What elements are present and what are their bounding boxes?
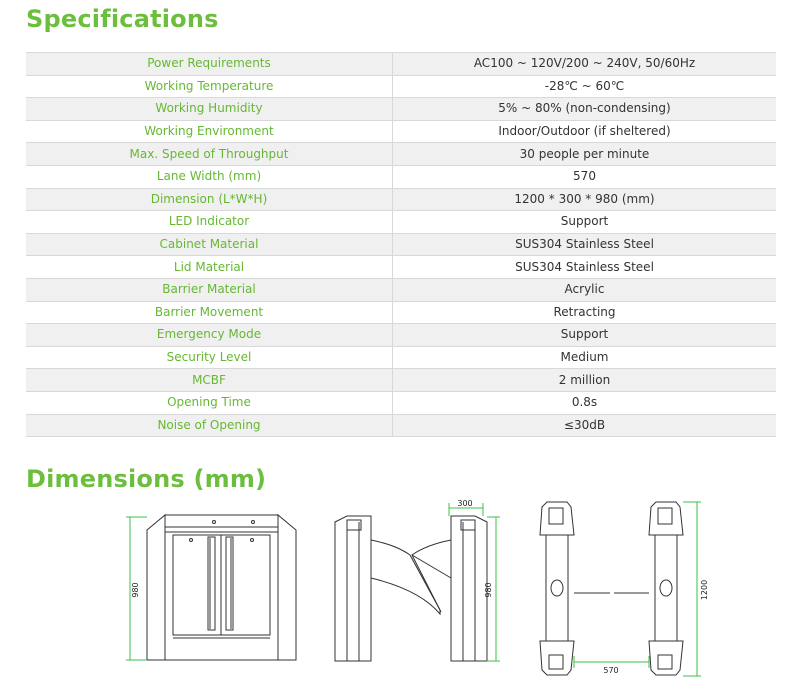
spec-label: Working Humidity [26,97,393,121]
spec-value: Medium [392,346,776,370]
spec-value: Acrylic [392,278,776,302]
spec-label: MCBF [26,368,393,392]
dimensions-title: Dimensions (mm) [26,465,267,493]
dimension-drawings: 980 300 980 [126,499,709,677]
spec-value: Support [392,210,776,234]
specifications-title: Specifications [26,5,219,33]
spec-value: Indoor/Outdoor (if sheltered) [392,120,776,144]
side-width-label: 300 [457,499,472,508]
spec-label: Lane Width (mm) [26,165,393,189]
spec-value: 570 [392,165,776,189]
spec-label: Lid Material [26,255,393,279]
spec-value: AC100 ~ 120V/200 ~ 240V, 50/60Hz [392,52,776,76]
spec-row: Dimension (L*W*H)1200 * 300 * 980 (mm) [26,188,776,212]
spec-value: SUS304 Stainless Steel [392,233,776,257]
spec-label: Barrier Movement [26,301,393,325]
top-view-drawing [539,501,684,676]
spec-label: Working Environment [26,120,393,144]
spec-row: Lane Width (mm)570 [26,165,776,189]
spec-label: Power Requirements [26,52,393,76]
spec-value: 5% ~ 80% (non-condensing) [392,97,776,121]
top-lane-dimension [573,656,650,668]
spec-value: 0.8s [392,391,776,415]
spec-label: Max. Speed of Throughput [26,142,393,166]
top-length-dimension [683,501,701,677]
spec-label: Dimension (L*W*H) [26,188,393,212]
spec-label: Noise of Opening [26,414,393,438]
side-view-drawing [334,515,488,662]
spec-value: 2 million [392,368,776,392]
spec-row: Noise of Opening≤30dB [26,414,776,438]
spec-label: Emergency Mode [26,323,393,347]
spec-label: Cabinet Material [26,233,393,257]
spec-value: Retracting [392,301,776,325]
spec-label: Barrier Material [26,278,393,302]
spec-value: ≤30dB [392,414,776,438]
spec-label: Opening Time [26,391,393,415]
front-view-drawing [146,513,297,661]
spec-value: SUS304 Stainless Steel [392,255,776,279]
spec-row: Working Temperature-28℃ ~ 60℃ [26,75,776,99]
front-height-dimension [126,516,147,661]
spec-value: 1200 * 300 * 980 (mm) [392,188,776,212]
spec-value: Support [392,323,776,347]
spec-value: -28℃ ~ 60℃ [392,75,776,99]
spec-label: Security Level [26,346,393,370]
side-width-dimension [448,503,484,516]
spec-value: 30 people per minute [392,142,776,166]
spec-label: LED Indicator [26,210,393,234]
front-height-label: 980 [131,582,140,597]
top-lane-label: 570 [603,666,618,675]
spec-label: Working Temperature [26,75,393,99]
side-height-dimension [487,516,500,662]
top-length-label: 1200 [700,580,709,600]
side-height-label: 980 [484,582,493,597]
